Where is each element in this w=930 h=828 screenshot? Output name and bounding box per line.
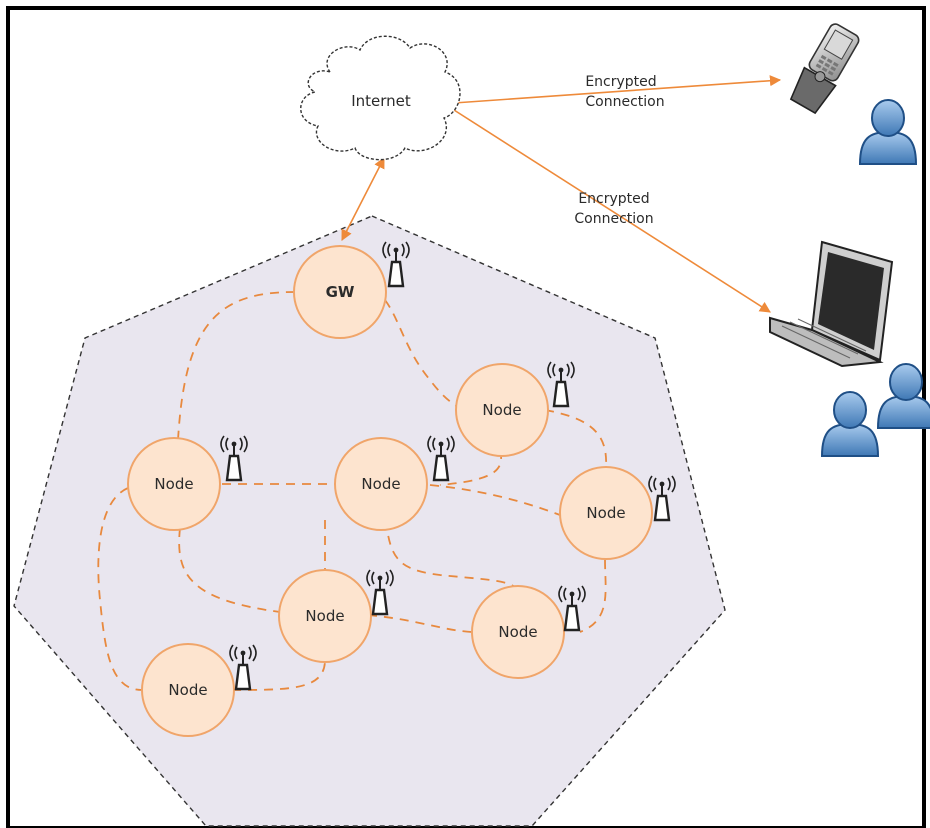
node-label: Node [361, 475, 400, 493]
node-lower-center: Node [278, 569, 372, 663]
arrows [341, 75, 782, 313]
node-bottom-left: Node [141, 643, 235, 737]
link-label-line1: Encrypted [585, 74, 656, 90]
node-left: Node [127, 437, 221, 531]
node-center: Node [334, 437, 428, 531]
link-label-lower: Encrypted Connection [574, 191, 653, 227]
node-top-right: Node [455, 363, 549, 457]
node-label: Node [168, 681, 207, 699]
gateway-label: GW [326, 283, 355, 301]
gateway-internet-arrow [341, 157, 385, 241]
node-label: Node [586, 504, 625, 522]
laptop-icon [769, 240, 894, 368]
node-lower-right: Node [471, 585, 565, 679]
node-label: Node [498, 623, 537, 641]
mobile-phone-icon [789, 23, 860, 115]
link-label-line2: Connection [585, 94, 664, 110]
internet-laptop-arrow [453, 109, 771, 313]
node-right: Node [559, 466, 653, 560]
internet-label: Internet [351, 92, 411, 110]
internet-phone-arrow [453, 75, 782, 104]
gateway-node: GW [293, 245, 387, 339]
node-label: Node [154, 475, 193, 493]
internet-cloud: Internet [300, 35, 461, 161]
link-label-line1: Encrypted [578, 191, 649, 207]
link-label-top: Encrypted Connection [585, 74, 664, 110]
link-label-line2: Connection [574, 211, 653, 227]
node-label: Node [305, 607, 344, 625]
node-label: Node [482, 401, 521, 419]
